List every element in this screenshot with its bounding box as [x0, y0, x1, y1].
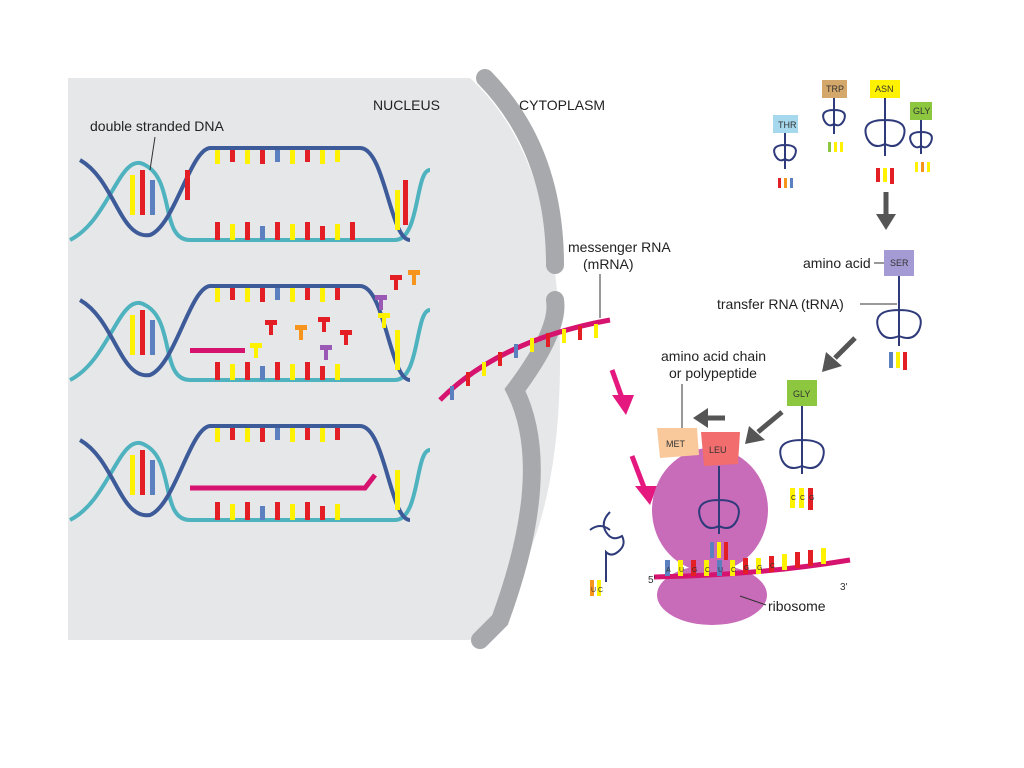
gray-arrow-2 — [822, 336, 857, 372]
amino-acid-label: amino acid — [803, 255, 871, 271]
polypeptide-label-line1: amino acid chain — [661, 348, 766, 364]
dna-bases-1 — [130, 150, 408, 240]
leu-block: LEU — [701, 432, 740, 466]
mrna-on-ribosome: A U G C U C G G C — [653, 548, 851, 580]
five-prime-label: 5' — [648, 575, 656, 586]
codon-base-6: C — [731, 567, 736, 574]
dna-bases-2 — [130, 288, 400, 380]
trna-asn: ASN — [864, 80, 906, 184]
released-anticodon-2: C — [598, 587, 603, 594]
gray-arrow-4 — [693, 408, 725, 428]
thr-tag: THR — [778, 120, 797, 130]
trna-released: U C — [589, 511, 625, 596]
trna-in-ribosome — [698, 466, 740, 560]
nucleus-label: NUCLEUS — [373, 97, 440, 113]
asn-tag: ASN — [875, 84, 894, 94]
dna-double-helix-2 — [69, 270, 431, 382]
gray-arrow-1 — [876, 192, 896, 230]
gly-tag: GLY — [793, 389, 810, 399]
dna-label: double stranded DNA — [90, 118, 225, 134]
nuclear-envelope — [471, 69, 565, 649]
mrna-strand — [438, 317, 611, 402]
codon-base-3: G — [692, 567, 697, 574]
ribosome — [652, 448, 768, 625]
trna-label: transfer RNA (tRNA) — [717, 296, 844, 312]
nucleus — [68, 78, 560, 640]
pink-arrow-2 — [629, 455, 657, 505]
three-prime-label: 3' — [840, 582, 848, 593]
trna-trp: TRP — [822, 80, 847, 152]
ribosome-leader-line — [739, 595, 767, 606]
codon-base-7: G — [744, 565, 749, 572]
codon-base-2: U — [679, 567, 684, 574]
free-nucleotides — [250, 270, 420, 360]
polypeptide-label-line2: or polypeptide — [669, 365, 757, 381]
codon-base-8: G — [757, 565, 762, 572]
trna-gly: GLY C C G — [779, 380, 825, 510]
codon-base-5: U — [718, 567, 723, 574]
gly-anticodon-1: C — [791, 495, 796, 502]
dna-double-helix-1 — [69, 146, 431, 242]
pink-arrow-1 — [609, 369, 634, 415]
trna-gly-small: GLY — [909, 102, 933, 172]
ser-tag: SER — [890, 258, 909, 268]
mrna-label-line1: messenger RNA — [568, 239, 671, 255]
codon-base-9: C — [770, 563, 775, 570]
dna-double-helix-3 — [69, 424, 431, 522]
trp-tag: TRP — [826, 84, 844, 94]
mrna-label-line2: (mRNA) — [583, 256, 634, 272]
gray-arrow-3 — [745, 410, 784, 444]
trna-thr: THR — [773, 115, 798, 188]
leu-tag: LEU — [709, 445, 727, 455]
gly-anticodon-3: G — [809, 495, 814, 502]
gly-anticodon-2: C — [800, 495, 805, 502]
dna-bases-3 — [130, 428, 400, 520]
trna-ser: SER — [876, 250, 922, 370]
cytoplasm-label: CYTOPLASM — [519, 97, 605, 113]
gly-small-tag: GLY — [913, 106, 930, 116]
dna-leader-line — [149, 136, 156, 171]
ribosome-label: ribosome — [768, 598, 826, 614]
released-anticodon-1: U — [591, 587, 596, 594]
codon-base-1: A — [666, 567, 671, 574]
met-tag: MET — [666, 439, 686, 449]
met-block: MET — [657, 428, 699, 458]
codon-base-4: C — [705, 567, 710, 574]
